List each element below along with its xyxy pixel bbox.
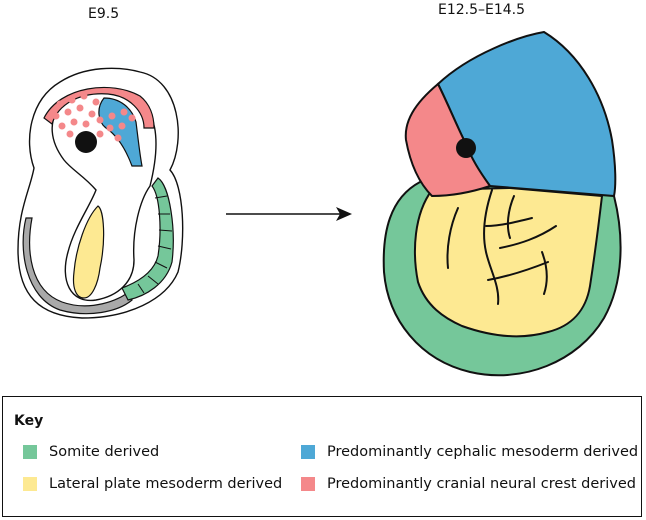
arrow <box>226 207 352 221</box>
neural-crest-dots <box>52 92 136 142</box>
somite-swatch <box>23 445 37 459</box>
stage-label-e12-5-e14-5: E12.5–E14.5 <box>438 2 526 18</box>
eye-late <box>456 138 476 158</box>
key-item-label: Predominantly cranial neural crest deriv… <box>327 476 637 492</box>
key-item-label: Somite derived <box>49 444 160 460</box>
limb-outlines <box>446 189 557 305</box>
embryo-e9-5 <box>17 67 184 319</box>
tail-region <box>22 217 133 315</box>
stage-label-e9-5: E9.5 <box>88 6 120 22</box>
key-item-somite: Somite derived <box>23 444 159 460</box>
key-box: Key Somite derived Lateral plate mesoder… <box>2 396 642 517</box>
key-item-label: Lateral plate mesoderm derived <box>49 476 283 492</box>
embryo-e12-5 <box>382 30 622 377</box>
diagram-canvas <box>17 30 622 377</box>
key-item-label: Predominantly cephalic mesoderm derived <box>327 444 639 460</box>
key-item-neural-crest: Predominantly cranial neural crest deriv… <box>301 476 636 492</box>
lateral-plate-region-late <box>413 186 604 338</box>
lateral-plate-swatch <box>23 477 37 491</box>
cephalic-mesoderm-swatch <box>301 445 315 459</box>
neural-crest-swatch <box>301 477 315 491</box>
key-item-lateral-plate: Lateral plate mesoderm derived <box>23 476 282 492</box>
somite-strip <box>121 177 174 301</box>
neural-crest-region-late <box>404 82 492 198</box>
key-item-cephalic-mesoderm: Predominantly cephalic mesoderm derived <box>301 444 638 460</box>
key-title: Key <box>14 413 44 429</box>
eye-e9-5 <box>75 131 97 153</box>
lateral-plate-region <box>72 205 105 299</box>
